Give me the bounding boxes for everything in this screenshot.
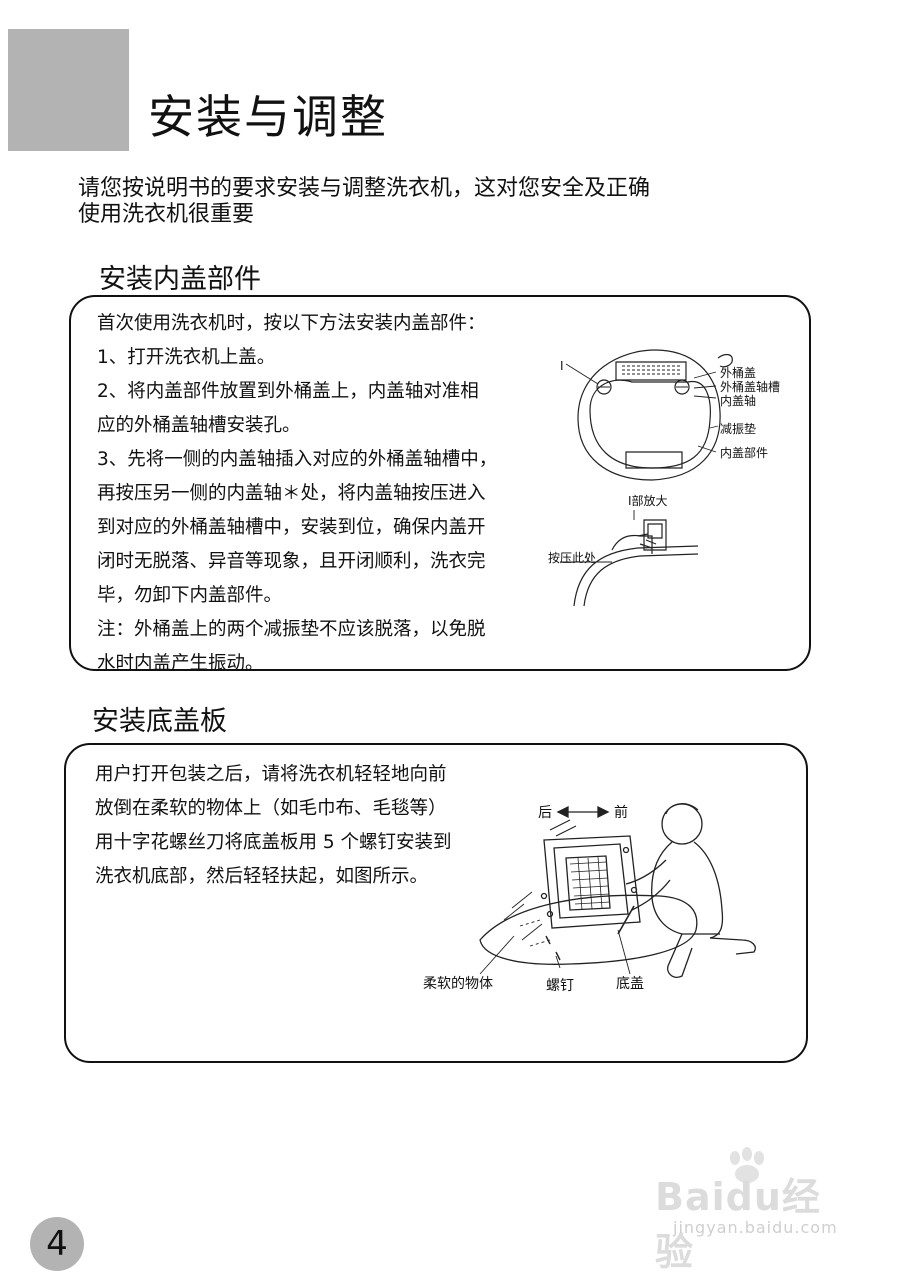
bottom-cover-section-box bbox=[64, 743, 808, 1063]
label-bottom-cover: 底盖 bbox=[616, 976, 644, 992]
label-press-here: 按压此处 bbox=[548, 551, 597, 565]
label-damper-pad: 减振垫 bbox=[720, 422, 757, 436]
intro-text: 请您按说明书的要求安装与调整洗衣机，这对您安全及正确 使用洗衣机很重要 bbox=[78, 176, 798, 228]
baidu-watermark: Baidu经验 jingyan.baidu.com bbox=[645, 1146, 845, 1274]
diagram-marker-i: I bbox=[560, 359, 564, 373]
label-front: 前 bbox=[614, 805, 628, 821]
label-back: 后 bbox=[538, 805, 552, 821]
watermark-logo: Baidu经验 bbox=[655, 1175, 821, 1274]
label-outer-lid-slot: 外桶盖轴槽 bbox=[720, 380, 781, 394]
instruction-line: 到对应的外桶盖轴槽中，安装到位，确保内盖开 bbox=[97, 517, 486, 538]
section-heading-bottom-cover: 安装底盖板 bbox=[92, 706, 227, 737]
instruction-line: 洗衣机底部，然后轻轻扶起，如图所示。 bbox=[95, 866, 429, 887]
corner-decoration bbox=[8, 29, 129, 151]
label-soft-object: 柔软的物体 bbox=[423, 976, 493, 992]
instruction-line: 3、先将一侧的内盖轴插入对应的外桶盖轴槽中， bbox=[97, 449, 498, 470]
instruction-line: 用十字花螺丝刀将底盖板用 5 个螺钉安装到 bbox=[95, 832, 452, 853]
label-screw: 螺钉 bbox=[546, 978, 574, 994]
page-title: 安装与调整 bbox=[148, 90, 388, 144]
instruction-line: 1、打开洗衣机上盖。 bbox=[97, 347, 276, 368]
label-inner-lid-part: 内盖部件 bbox=[720, 446, 769, 460]
bottom-cover-instructions: 用户打开包装之后，请将洗衣机轻轻地向前 放倒在柔软的物体上（如毛巾布、毛毯等） … bbox=[95, 758, 452, 894]
note-line: 注：外桶盖上的两个减振垫不应该脱落，以免脱 bbox=[97, 619, 486, 640]
instruction-line: 用户打开包装之后，请将洗衣机轻轻地向前 bbox=[95, 764, 447, 785]
instruction-line: 再按压另一侧的内盖轴＊处，将内盖轴按压进入 bbox=[97, 483, 486, 504]
instruction-line: 毕，勿卸下内盖部件。 bbox=[97, 585, 283, 606]
instruction-line: 首次使用洗衣机时，按以下方法安装内盖部件： bbox=[97, 313, 486, 334]
watermark-url: jingyan.baidu.com bbox=[673, 1218, 838, 1237]
label-detail-i: I部放大 bbox=[628, 494, 668, 508]
inner-lid-instructions: 首次使用洗衣机时，按以下方法安装内盖部件： 1、打开洗衣机上盖。 2、将内盖部件… bbox=[97, 307, 497, 681]
instruction-line: 放倒在柔软的物体上（如毛巾布、毛毯等） bbox=[95, 798, 447, 819]
instruction-line: 2、将内盖部件放置到外桶盖上，内盖轴对准相 bbox=[97, 381, 479, 402]
bottom-cover-diagram-svg bbox=[479, 803, 756, 978]
inner-lid-section-box bbox=[69, 295, 811, 671]
paw-icon bbox=[730, 1147, 764, 1183]
inner-lid-diagram-svg bbox=[560, 349, 733, 607]
page-number: 4 bbox=[30, 1217, 84, 1271]
intro-line: 请您按说明书的要求安装与调整洗衣机，这对您安全及正确 bbox=[78, 176, 651, 201]
bottom-cover-diagram: 后 前 柔软的物体 螺钉 底盖 bbox=[420, 780, 780, 1005]
instruction-line: 应的外桶盖轴槽安装孔。 bbox=[97, 415, 301, 436]
section-heading-inner-lid: 安装内盖部件 bbox=[99, 264, 261, 295]
instruction-line: 闭时无脱落、异音等现象，且开闭顺利，洗衣完 bbox=[97, 551, 486, 572]
note-line: 水时内盖产生振动。 bbox=[97, 653, 264, 674]
inner-lid-diagram: I 外桶盖 外桶盖轴槽 内盖轴 减振垫 内盖部件 I部放大 按压此处 bbox=[548, 340, 798, 610]
label-inner-lid-shaft: 内盖轴 bbox=[720, 394, 757, 408]
label-outer-lid: 外桶盖 bbox=[720, 366, 757, 380]
intro-line: 使用洗衣机很重要 bbox=[78, 202, 255, 227]
